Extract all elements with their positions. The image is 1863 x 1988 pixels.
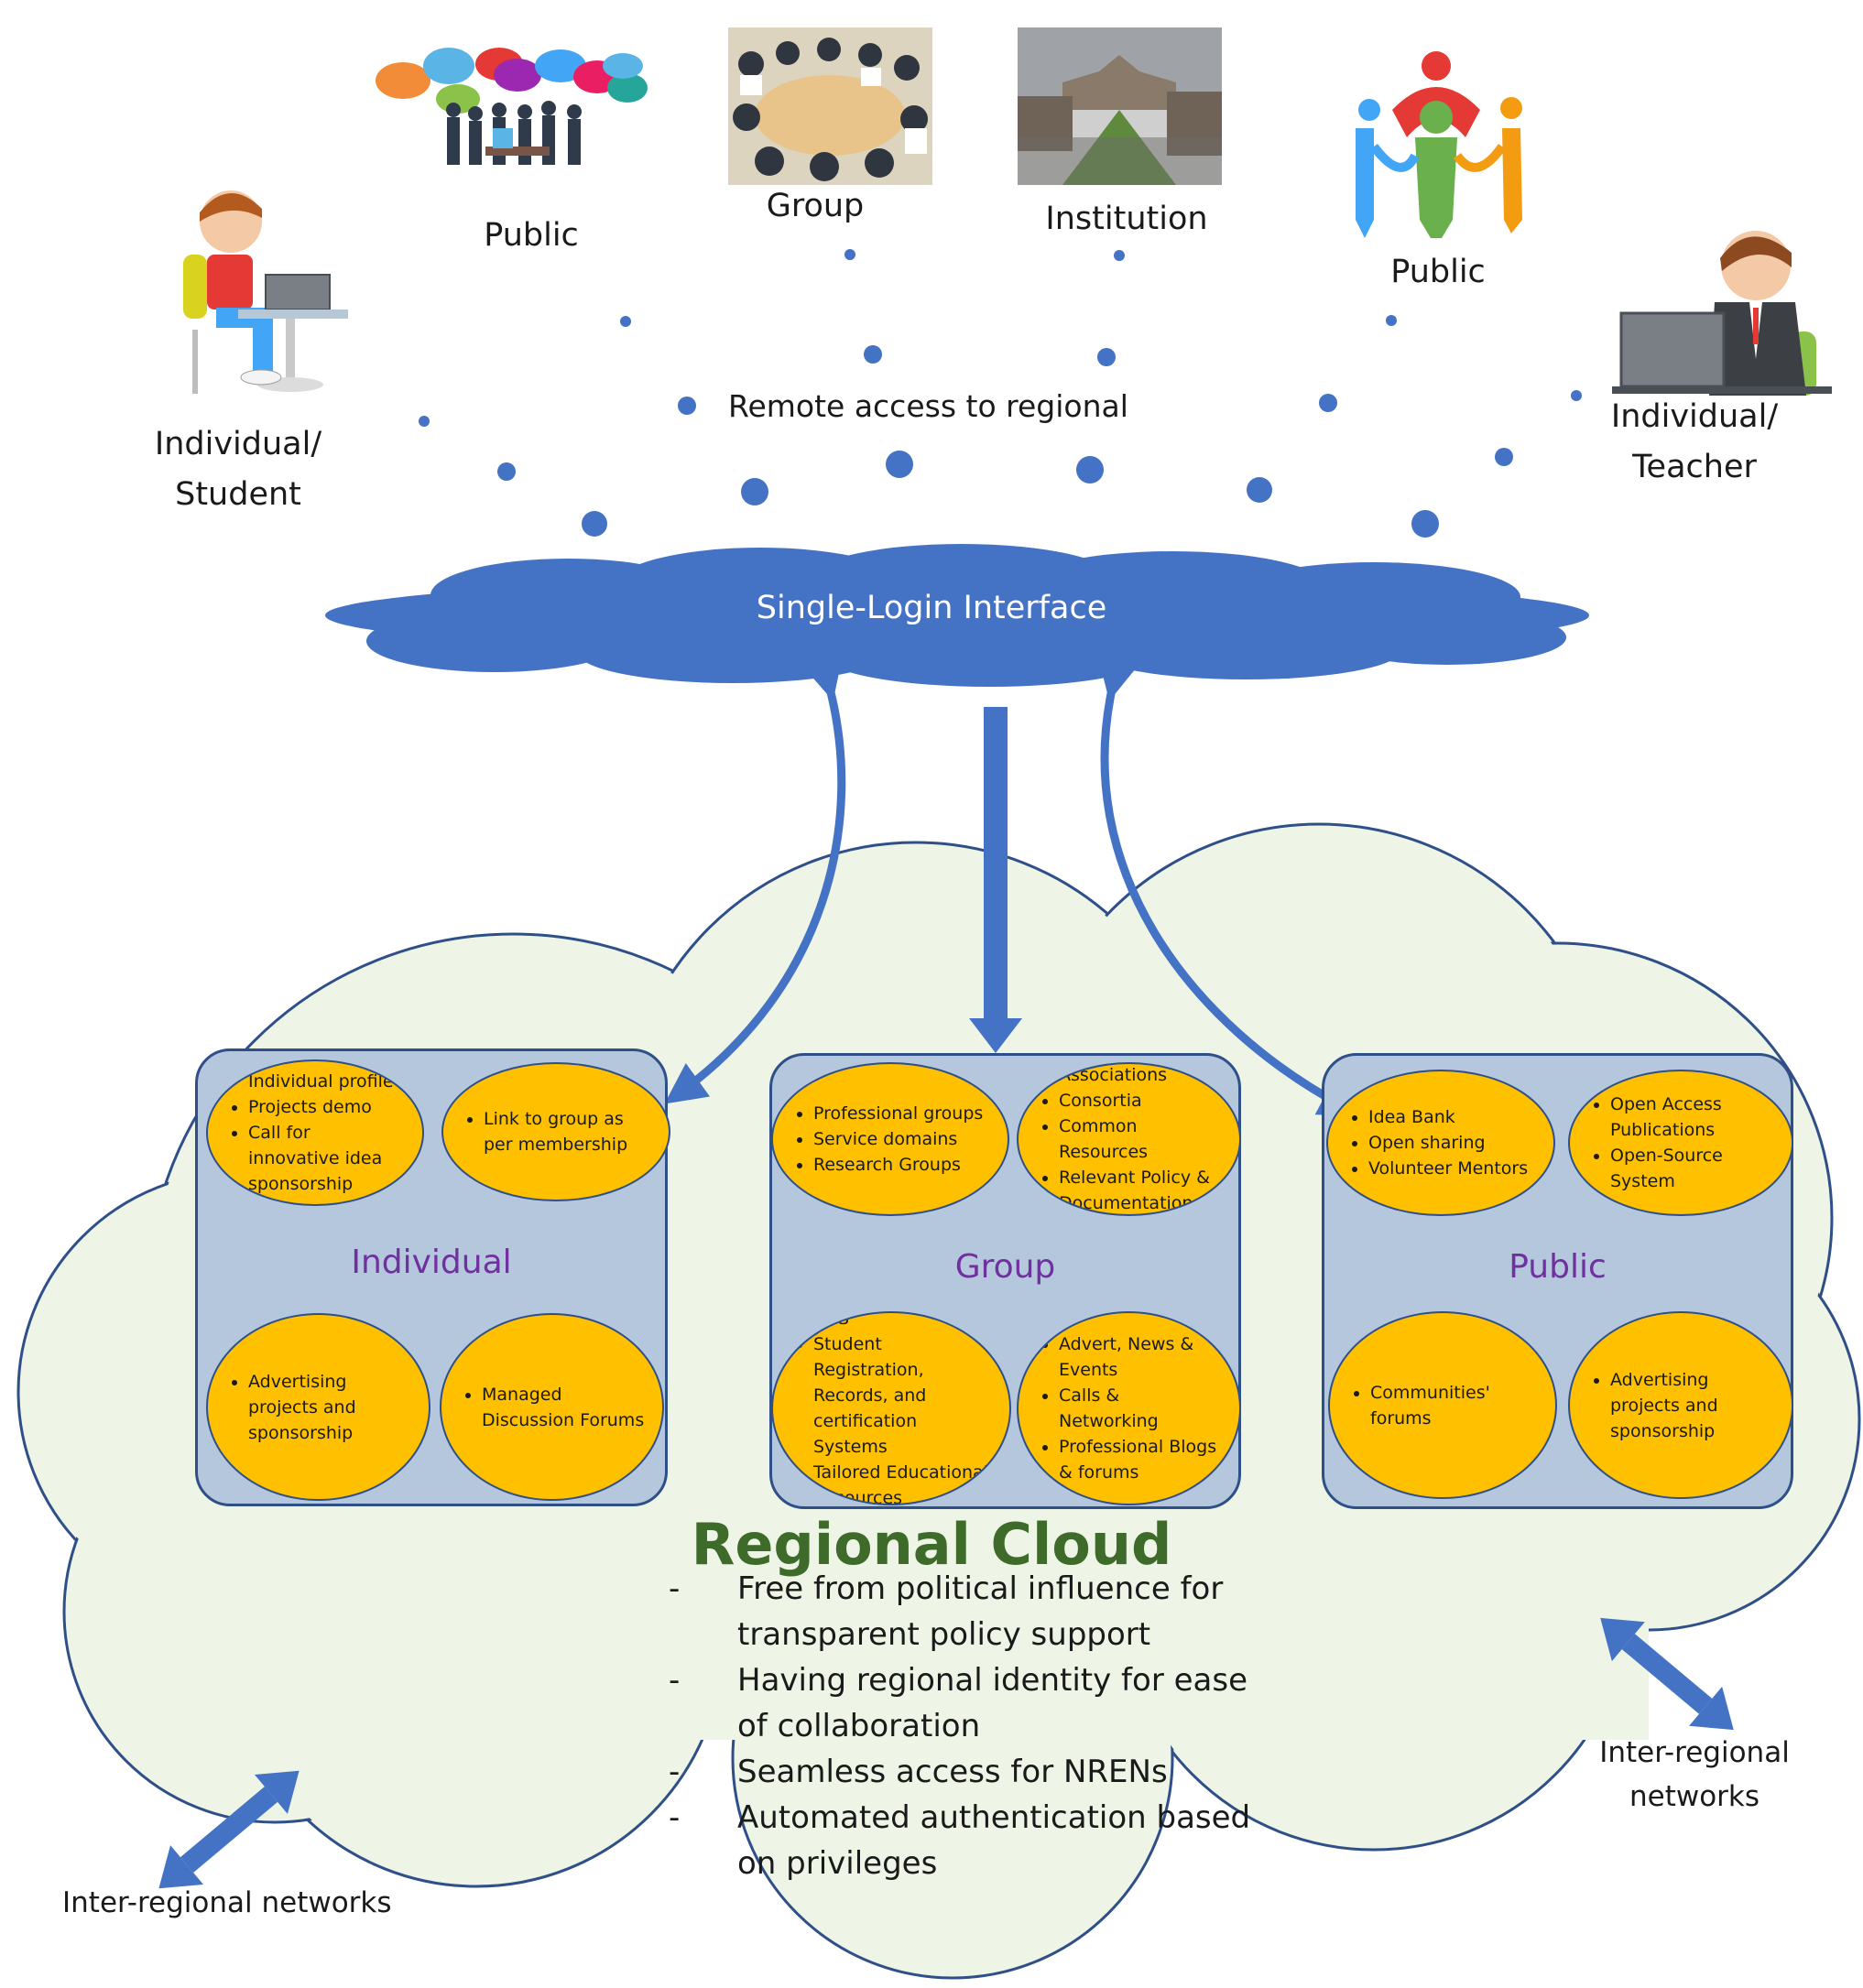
oval-group-lms: LMSStudent Registration, Records, and ce… (771, 1311, 1011, 1505)
regional-cloud-item-line: on privileges (737, 1845, 938, 1882)
dash-bullet: - (669, 1662, 681, 1699)
oval-public-communities: Communities' forums (1328, 1311, 1557, 1499)
regional-cloud-title: Regional Cloud (691, 1511, 1172, 1578)
remote-access-dots (419, 249, 1582, 538)
oval-bullet-item: Individual profile (248, 1069, 406, 1094)
regional-cloud-item-line: transparent policy support (737, 1616, 1151, 1653)
actor-label-student-line2: Student (175, 476, 301, 513)
oval-bullet-item: Professional groups (813, 1101, 983, 1126)
regional-cloud-item: - Having regional identity for ease of c… (669, 1657, 1250, 1749)
connection-arrows (664, 656, 1361, 1116)
regional-cloud-item-line: Having regional identity for ease (737, 1662, 1247, 1699)
list-group-tr: AssociationsConsortiaCommon ResourcesRel… (1040, 1064, 1223, 1214)
list-individual-tl: Individual profileProjects demoCall for … (230, 1069, 406, 1197)
actor-label-student-line1: Individual/ (154, 426, 322, 462)
oval-group-advert: Advert, News & EventsCalls & NetworkingP… (1017, 1311, 1241, 1505)
regional-cloud-item-line: Automated authentication based (737, 1799, 1251, 1836)
oval-bullet-item: Open sharing (1368, 1130, 1528, 1156)
oval-public-idea-bank: Idea BankOpen sharingVolunteer Mentors (1326, 1070, 1555, 1216)
oval-bullet-item: Professional Blogs & forums (1059, 1434, 1223, 1485)
oval-bullet-item: Common Resources (1059, 1113, 1223, 1165)
oval-bullet-item: Volunteer Mentors (1368, 1156, 1528, 1181)
actor-label-teacher-line2: Teacher (1632, 449, 1757, 485)
inter-regional-label-right-line2: networks (1629, 1780, 1760, 1813)
teacher-at-laptop-icon (1612, 231, 1832, 396)
speech-bubbles-crowd-icon (376, 48, 648, 165)
oval-bullet-item: Service domains (813, 1126, 983, 1152)
oval-bullet-item: Calls & Networking (1059, 1383, 1223, 1434)
oval-bullet-item: Advert, News & Events (1059, 1331, 1223, 1383)
list-group-tl: Professional groupsService domainsResear… (795, 1101, 983, 1178)
actor-label-student: Individual/ Student (137, 419, 339, 520)
oval-bullet-item: Relevant Policy & Documentation (1059, 1165, 1223, 1214)
oval-bullet-item: Student Registration, Records, and certi… (813, 1331, 993, 1460)
regional-cloud-list: - Free from political influence for tran… (669, 1566, 1250, 1886)
regional-cloud-item: - Seamless access for NRENs (669, 1749, 1250, 1795)
oval-group-associations: AssociationsConsortiaCommon ResourcesRel… (1017, 1062, 1241, 1216)
oval-bullet-item: Managed Discussion Forums (482, 1382, 646, 1433)
single-login-label: Single-Login Interface (756, 590, 1107, 626)
actor-label-public-left: Public (484, 217, 579, 254)
oval-public-open-access: Open Access PublicationsOpen-Source Syst… (1568, 1070, 1793, 1216)
oval-bullet-item: Open-Source System (1610, 1143, 1775, 1194)
list-individual-tr: Link to group as per membership (465, 1106, 652, 1157)
oval-public-advertising: Advertising projects and sponsorship (1568, 1311, 1793, 1499)
list-public-tl: Idea BankOpen sharingVolunteer Mentors (1350, 1104, 1528, 1181)
dash-bullet: - (669, 1570, 681, 1607)
regional-cloud-item: - Automated authentication based on priv… (669, 1795, 1250, 1886)
oval-bullet-item: Consortia (1059, 1088, 1223, 1113)
oval-bullet-item: Open Access Publications (1610, 1092, 1775, 1143)
regional-cloud-item: - Free from political influence for tran… (669, 1566, 1250, 1657)
oval-bullet-item: Communities' forums (1370, 1380, 1539, 1431)
inter-regional-label-right: Inter-regional networks (1575, 1731, 1814, 1819)
inter-regional-arrows (158, 1617, 1734, 1889)
oval-bullet-item: Projects demo (248, 1094, 406, 1120)
oval-bullet-item: Link to group as per membership (484, 1106, 652, 1157)
dash-bullet: - (669, 1799, 681, 1836)
oval-bullet-item: Research Groups (813, 1152, 983, 1178)
oval-individual-link: Link to group as per membership (441, 1062, 670, 1201)
oval-bullet-item: Idea Bank (1368, 1104, 1528, 1130)
list-individual-bl: Advertising projects and sponsorship (230, 1369, 412, 1446)
actor-label-institution: Institution (1045, 201, 1208, 237)
regional-cloud-item-line: of collaboration (737, 1708, 981, 1744)
list-public-bl: Communities' forums (1352, 1380, 1539, 1431)
oval-bullet-item: Advertising projects and sponsorship (248, 1369, 412, 1446)
student-at-laptop-icon (183, 190, 348, 394)
actor-label-teacher-line1: Individual/ (1610, 398, 1779, 435)
oval-individual-profile: Individual profileProjects demoCall for … (206, 1059, 424, 1206)
single-login-cloud-shape (325, 544, 1589, 687)
oval-bullet-item: Call for innovative idea sponsorship (248, 1120, 406, 1197)
actor-label-group: Group (766, 188, 865, 224)
oval-bullet-item: Associations (1059, 1064, 1223, 1088)
actor-label-teacher: Individual/ Teacher (1594, 392, 1795, 493)
oval-individual-advertising: Advertising projects and sponsorship (206, 1313, 430, 1501)
panel-title-public: Public (1509, 1248, 1607, 1286)
list-individual-br: Managed Discussion Forums (463, 1382, 646, 1433)
institution-campus-photo (1018, 27, 1222, 185)
list-group-bl: LMSStudent Registration, Records, and ce… (795, 1313, 993, 1504)
inter-regional-label-left: Inter-regional networks (62, 1886, 392, 1919)
group-meeting-photo (728, 27, 932, 185)
oval-group-professional: Professional groupsService domainsResear… (771, 1062, 1009, 1216)
dash-bullet: - (669, 1754, 681, 1790)
regional-cloud-item-line: Seamless access for NRENs (737, 1754, 1168, 1790)
panel-title-group: Group (954, 1248, 1056, 1286)
oval-bullet-item: Advertising projects and sponsorship (1610, 1367, 1775, 1444)
list-public-tr: Open Access PublicationsOpen-Source Syst… (1592, 1092, 1775, 1194)
list-public-br: Advertising projects and sponsorship (1592, 1367, 1775, 1444)
list-group-br: Advert, News & EventsCalls & NetworkingP… (1040, 1331, 1223, 1485)
inter-regional-label-right-line1: Inter-regional (1599, 1736, 1790, 1769)
remote-access-label: Remote access to regional (728, 388, 1128, 424)
panel-title-individual: Individual (351, 1244, 512, 1281)
actor-label-public-right: Public (1390, 254, 1486, 290)
regional-cloud-item-line: Free from political influence for (737, 1570, 1224, 1607)
oval-individual-forums: Managed Discussion Forums (440, 1313, 664, 1501)
people-circle-icon (1356, 51, 1522, 238)
